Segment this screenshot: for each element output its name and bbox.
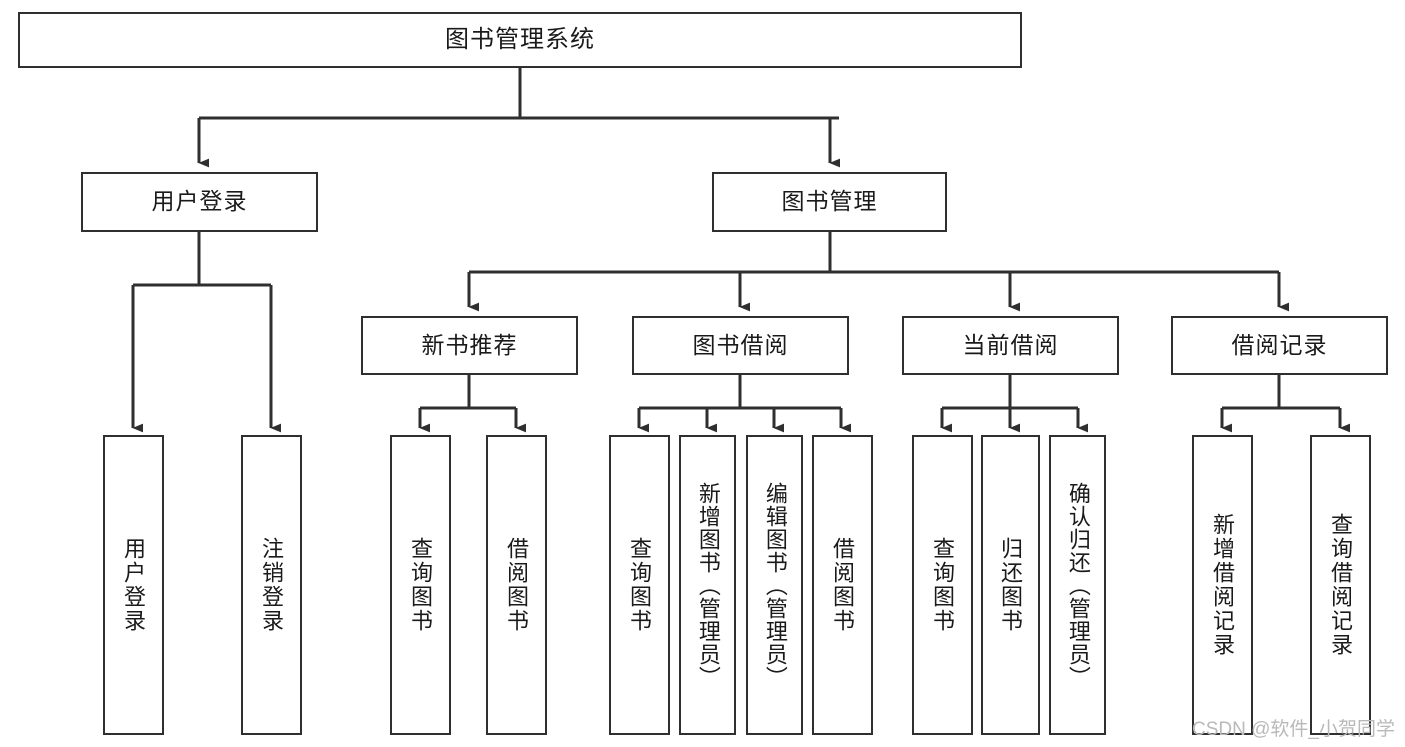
leaf-current-borrow-query-book[interactable]: 查询图书 <box>912 435 973 735</box>
node-book-borrow[interactable]: 图书借阅 <box>632 316 849 375</box>
node-book-management[interactable]: 图书管理 <box>712 172 947 232</box>
node-label: 用户登录 <box>121 537 147 633</box>
leaf-book-borrow-borrow-book[interactable]: 借阅图书 <box>812 435 873 735</box>
node-borrow-record[interactable]: 借阅记录 <box>1171 316 1388 375</box>
leaf-current-borrow-return-book[interactable]: 归还图书 <box>981 435 1040 735</box>
leaf-borrow-record-query-record[interactable]: 查询借阅记录 <box>1310 435 1371 735</box>
node-label: 用户登录 <box>151 188 248 215</box>
leaf-current-borrow-confirm-return[interactable]: 确认归还（管理员） <box>1049 435 1106 735</box>
node-current-borrow[interactable]: 当前借阅 <box>902 316 1119 375</box>
node-label: 查询图书 <box>627 537 653 633</box>
leaf-new-book-borrow-book[interactable]: 借阅图书 <box>486 435 547 735</box>
node-label: 图书管理系统 <box>445 25 595 53</box>
node-label: 新增图书（管理员） <box>695 481 721 689</box>
node-label: 借阅图书 <box>504 537 530 633</box>
node-label: 图书借阅 <box>692 331 789 358</box>
node-label: 查询图书 <box>930 537 956 633</box>
leaf-borrow-record-add-record[interactable]: 新增借阅记录 <box>1192 435 1253 735</box>
csdn-watermark: CSDN @软件_小贺同学 <box>1192 719 1395 740</box>
node-label: 编辑图书（管理员） <box>762 481 788 689</box>
node-label: 查询图书 <box>408 537 434 633</box>
node-label: 注销登录 <box>259 537 285 633</box>
node-label: 查询借阅记录 <box>1328 513 1354 657</box>
node-label: 当前借阅 <box>962 331 1059 358</box>
node-label: 新增借阅记录 <box>1210 513 1236 657</box>
leaf-new-book-query-book[interactable]: 查询图书 <box>390 435 451 735</box>
leaf-user-login-logout[interactable]: 注销登录 <box>241 435 302 735</box>
node-label: 确认归还（管理员） <box>1065 481 1091 689</box>
leaf-user-login-login[interactable]: 用户登录 <box>103 435 164 735</box>
node-new-book-recommend[interactable]: 新书推荐 <box>361 316 578 375</box>
node-label: 归还图书 <box>998 537 1024 633</box>
leaf-book-borrow-edit-book[interactable]: 编辑图书（管理员） <box>746 435 803 735</box>
node-label: 图书管理 <box>781 188 878 215</box>
node-root-system[interactable]: 图书管理系统 <box>18 12 1022 68</box>
node-label: 借阅记录 <box>1231 331 1328 358</box>
node-user-login[interactable]: 用户登录 <box>81 172 318 232</box>
leaf-book-borrow-add-book[interactable]: 新增图书（管理员） <box>679 435 736 735</box>
node-label: 新书推荐 <box>421 331 518 358</box>
leaf-book-borrow-query-book[interactable]: 查询图书 <box>609 435 670 735</box>
node-label: 借阅图书 <box>830 537 856 633</box>
